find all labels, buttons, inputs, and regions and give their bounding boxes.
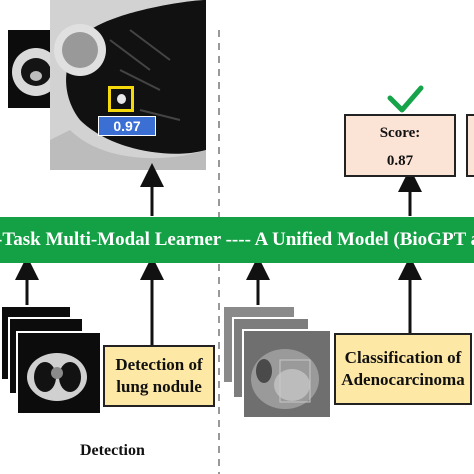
ct-stack-classification-art: [251, 349, 319, 409]
score-value: 0.87: [386, 153, 414, 169]
confidence-tag: 0.97: [98, 116, 156, 136]
classification-task-box: Classification of Adenocarcinoma: [334, 333, 472, 405]
detection-task-box: Detection of lung nodule: [103, 345, 215, 407]
banner-text: -Task Multi-Modal Learner ---- A Unified…: [0, 229, 474, 250]
score-label: Score:: [379, 125, 421, 141]
ct-stack-detection: [0, 305, 105, 415]
score-box-partial: [466, 114, 474, 177]
ct-zoomed-view: [50, 0, 206, 170]
ct-stack-classification: [222, 305, 332, 420]
detection-caption: Detection: [80, 442, 145, 459]
ct-stack-detection-art: [27, 353, 87, 401]
detection-task-line2: lung nodule: [116, 377, 202, 396]
classification-task-line1: Classification of: [344, 348, 462, 367]
detection-task-line1: Detection of: [115, 355, 203, 374]
classification-task-line2: Adenocarcinoma: [341, 370, 465, 389]
score-box: Score: 0.87: [344, 114, 456, 177]
nodule-detection-box: [108, 86, 134, 112]
ct-zoomed-art: [50, 0, 206, 170]
unified-learner-banner: -Task Multi-Modal Learner ---- A Unified…: [0, 217, 474, 263]
